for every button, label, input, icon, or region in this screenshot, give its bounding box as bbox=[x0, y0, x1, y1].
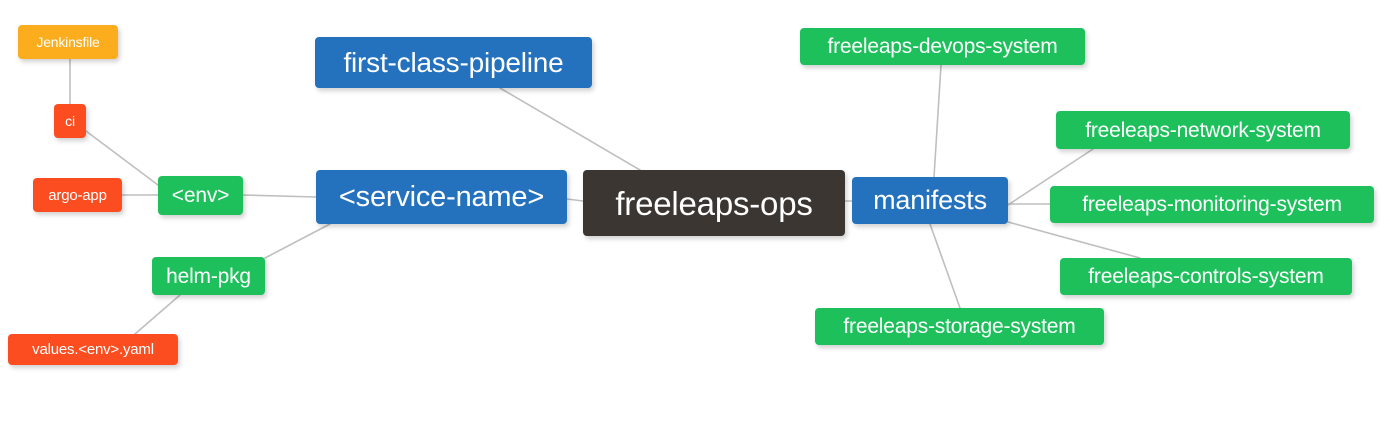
node-label: values.<env>.yaml bbox=[32, 341, 154, 358]
node-jenkinsfile[interactable]: Jenkinsfile bbox=[18, 25, 118, 59]
node-label: first-class-pipeline bbox=[343, 46, 564, 78]
node-helm-pkg[interactable]: helm-pkg bbox=[152, 257, 265, 295]
node-label: freeleaps-controls-system bbox=[1088, 265, 1324, 288]
node-manifests[interactable]: manifests bbox=[852, 177, 1008, 224]
node-values-yaml[interactable]: values.<env>.yaml bbox=[8, 334, 178, 365]
edge-manifests-to-freeleaps-storage-system bbox=[929, 223, 961, 309]
node-label: freeleaps-storage-system bbox=[843, 315, 1076, 338]
node-label: Jenkinsfile bbox=[36, 34, 100, 50]
node-label: helm-pkg bbox=[166, 264, 251, 288]
node-first-class-pipeline[interactable]: first-class-pipeline bbox=[315, 37, 592, 88]
node-label: <env> bbox=[171, 184, 230, 207]
node-freeleaps-storage-system[interactable]: freeleaps-storage-system bbox=[815, 308, 1104, 345]
node-label: freeleaps-monitoring-system bbox=[1082, 193, 1342, 216]
node-service-name[interactable]: <service-name> bbox=[316, 170, 567, 224]
edge-helm-pkg-to-values-yaml bbox=[134, 294, 181, 335]
edge-first-class-pipeline-to-freeleaps-ops bbox=[499, 87, 641, 171]
node-label: ci bbox=[65, 113, 75, 129]
node-freeleaps-network-system[interactable]: freeleaps-network-system bbox=[1056, 111, 1350, 149]
node-label: <service-name> bbox=[338, 180, 545, 213]
edge-service-name-to-freeleaps-ops bbox=[566, 198, 584, 202]
node-env[interactable]: <env> bbox=[158, 176, 243, 215]
node-label: manifests bbox=[873, 185, 987, 215]
edge-service-name-to-helm-pkg bbox=[264, 223, 331, 259]
node-freeleaps-devops-system[interactable]: freeleaps-devops-system bbox=[800, 28, 1085, 65]
node-freeleaps-controls-system[interactable]: freeleaps-controls-system bbox=[1060, 258, 1352, 295]
node-ci[interactable]: ci bbox=[54, 104, 86, 138]
node-freeleaps-monitoring-system[interactable]: freeleaps-monitoring-system bbox=[1050, 186, 1374, 223]
node-argo-app[interactable]: argo-app bbox=[33, 178, 122, 212]
edge-env-to-service-name bbox=[242, 194, 317, 198]
edge-ci-to-env bbox=[85, 130, 159, 186]
node-freeleaps-ops[interactable]: freeleaps-ops bbox=[583, 170, 845, 236]
edge-manifests-to-freeleaps-devops-system bbox=[933, 64, 942, 178]
node-label: freeleaps-devops-system bbox=[827, 35, 1058, 58]
node-label: freeleaps-ops bbox=[615, 184, 813, 222]
edge-manifests-to-freeleaps-controls-system bbox=[1007, 221, 1141, 259]
node-label: freeleaps-network-system bbox=[1085, 118, 1321, 142]
node-label: argo-app bbox=[48, 186, 107, 204]
